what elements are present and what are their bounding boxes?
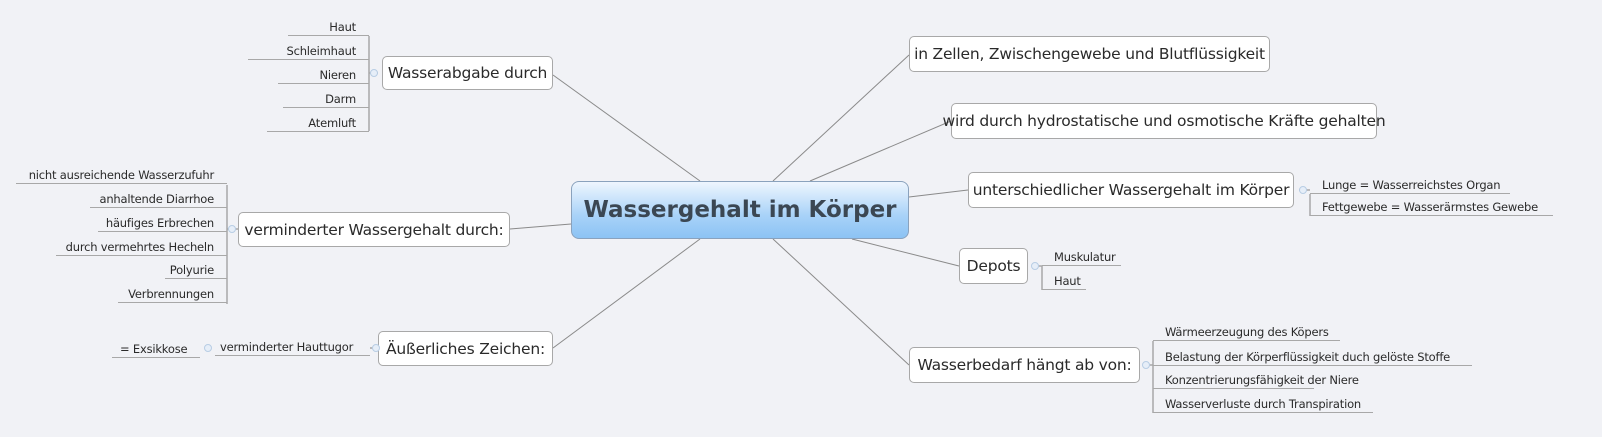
subtopic[interactable]: Wasserverluste durch Transpiration xyxy=(1153,396,1373,413)
subtopic[interactable]: Nieren xyxy=(278,67,369,84)
subtopic[interactable]: Belastung der Körperflüssigkeit duch gel… xyxy=(1153,349,1472,366)
topic-zeichen[interactable]: Äußerliches Zeichen: xyxy=(378,331,553,366)
topic-label: unterschiedlicher Wassergehalt im Körper xyxy=(972,181,1290,199)
collapse-icon[interactable] xyxy=(204,344,212,352)
subtopic[interactable]: durch vermehrtes Hecheln xyxy=(56,239,227,256)
topic-kraefte[interactable]: wird durch hydrostatische und osmotische… xyxy=(943,103,1386,139)
subtopic[interactable]: anhaltende Diarrhoe xyxy=(90,191,227,208)
subtopic[interactable]: nicht ausreichende Wasserzufuhr xyxy=(16,167,227,184)
collapse-icon[interactable] xyxy=(1299,186,1307,194)
topic-depots[interactable]: Depots xyxy=(959,248,1028,284)
subtopic[interactable]: Fettgewebe = Wasserärmstes Gewebe xyxy=(1310,199,1553,216)
topic-vermindert[interactable]: verminderter Wassergehalt durch: xyxy=(238,212,510,247)
subtopic[interactable]: Haut xyxy=(288,19,369,36)
subtopic[interactable]: Konzentrierungsfähigkeit der Niere xyxy=(1153,372,1359,389)
subtopic[interactable]: Darm xyxy=(283,91,369,108)
topic-label: Depots xyxy=(966,257,1021,275)
collapse-icon[interactable] xyxy=(228,225,236,233)
topic-label: in Zellen, Zwischengewebe und Blutflüssi… xyxy=(914,45,1265,63)
topic-label: verminderter Wassergehalt durch: xyxy=(244,220,504,239)
topic-label: Wasserbedarf hängt ab von: xyxy=(917,356,1132,374)
subtopic[interactable]: Lunge = Wasserreichstes Organ xyxy=(1310,177,1510,194)
collapse-icon[interactable] xyxy=(1142,361,1150,369)
collapse-icon[interactable] xyxy=(370,69,378,77)
topic-zellen[interactable]: in Zellen, Zwischengewebe und Blutflüssi… xyxy=(909,36,1270,72)
topic-label: Äußerliches Zeichen: xyxy=(386,339,545,358)
subtopic[interactable]: häufiges Erbrechen xyxy=(98,215,227,232)
subtopic[interactable]: Atemluft xyxy=(267,115,369,132)
topic-label: Wasserabgabe durch xyxy=(387,64,548,82)
subtopic[interactable]: Verbrennungen xyxy=(118,286,227,303)
topic-label: wird durch hydrostatische und osmotische… xyxy=(942,112,1386,130)
collapse-icon[interactable] xyxy=(372,344,380,352)
topic-bedarf[interactable]: Wasserbedarf hängt ab von: xyxy=(909,347,1140,383)
central-topic[interactable]: Wassergehalt im Körper xyxy=(571,181,909,239)
subtopic[interactable]: Polyurie xyxy=(165,262,227,279)
subtopic[interactable]: Schleimhaut xyxy=(248,43,369,60)
collapse-icon[interactable] xyxy=(1031,262,1039,270)
subtopic[interactable]: Muskulatur xyxy=(1042,249,1121,266)
subtopic[interactable]: Wärmeerzeugung des Köpers xyxy=(1153,324,1340,341)
central-topic-label: Wassergehalt im Körper xyxy=(583,197,897,223)
subtopic[interactable]: = Exsikkose xyxy=(112,341,200,358)
subtopic[interactable]: verminderter Hauttugor xyxy=(215,339,370,356)
topic-wasserabgabe[interactable]: Wasserabgabe durch xyxy=(382,56,553,90)
topic-unterschiedlich[interactable]: unterschiedlicher Wassergehalt im Körper xyxy=(968,172,1294,208)
subtopic[interactable]: Haut xyxy=(1042,273,1086,290)
